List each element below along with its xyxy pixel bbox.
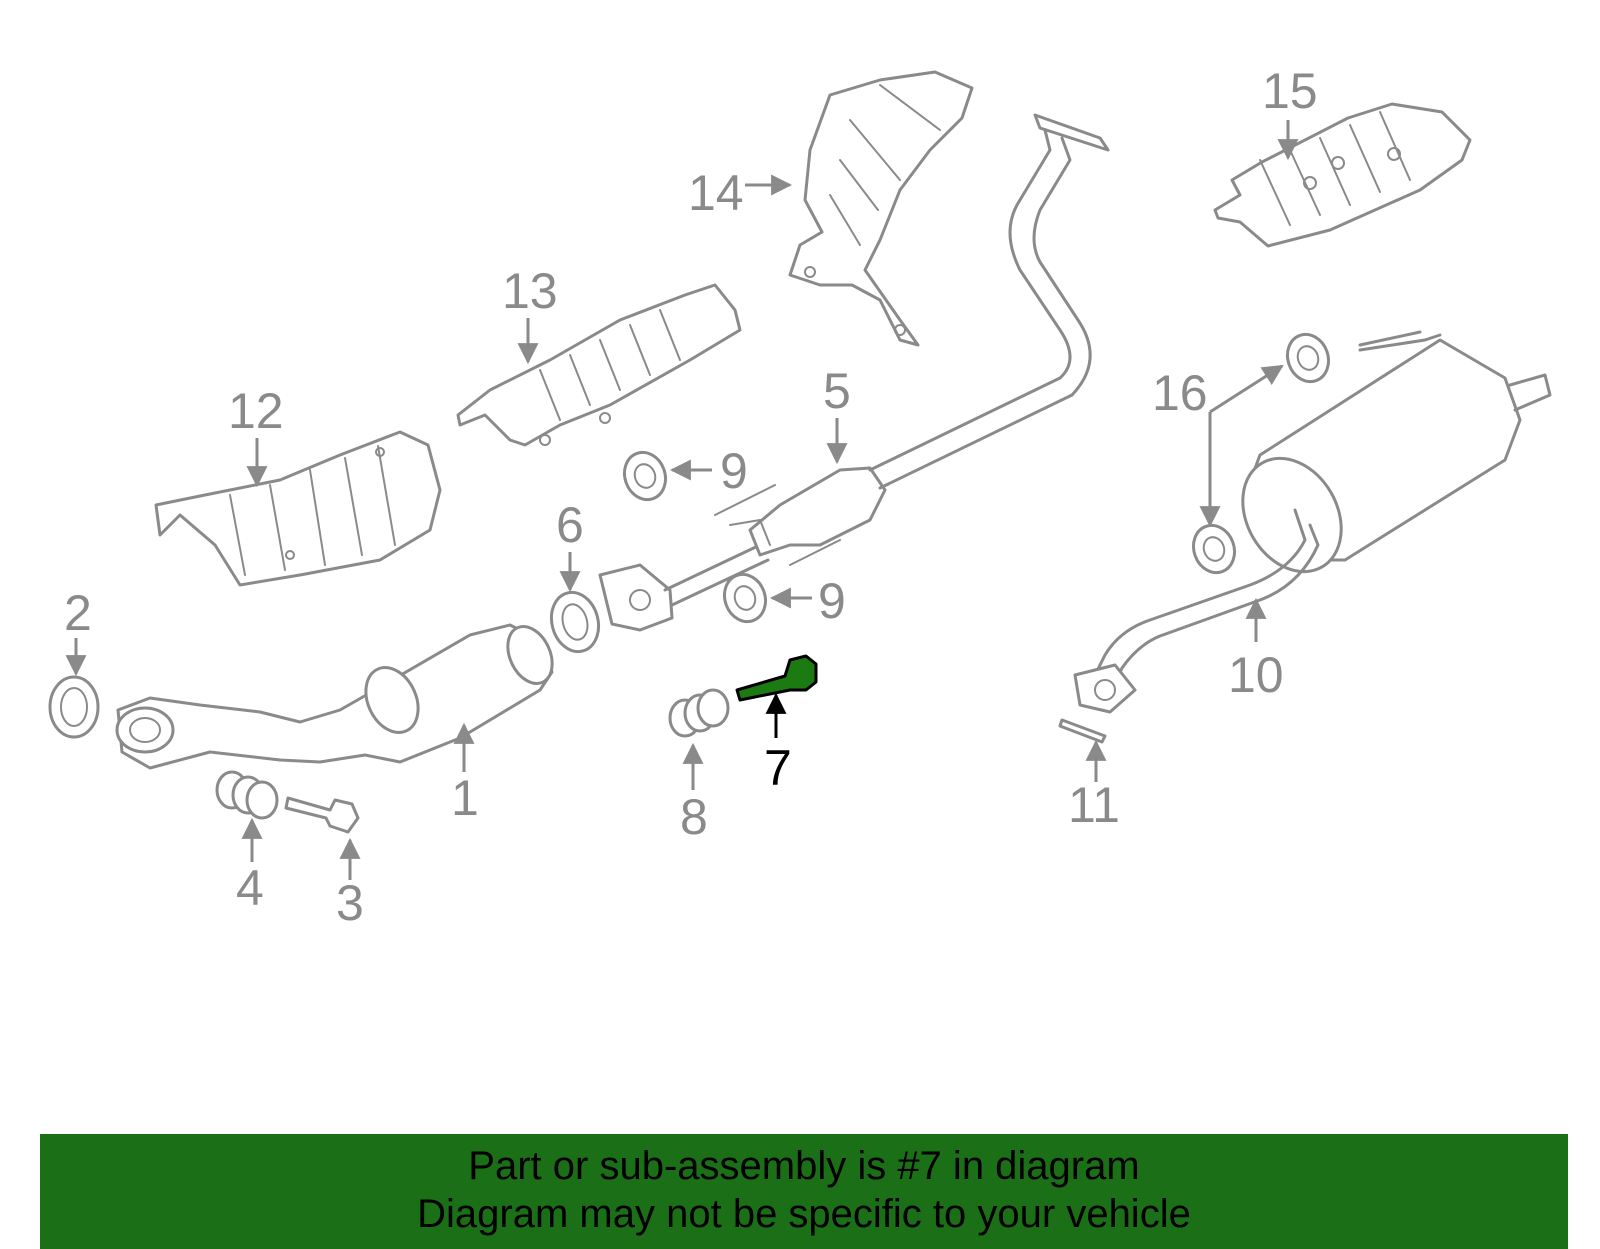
callout-2: 2 <box>64 585 92 641</box>
banner-line-part: Part or sub-assembly is #7 in diagram <box>468 1144 1140 1188</box>
part-6-gasket <box>549 590 601 654</box>
callout-12-arrow <box>1209 364 1284 414</box>
callout-8: 8 <box>680 789 708 845</box>
part-7-bolt-highlighted[interactable] <box>735 654 818 702</box>
callout-14: 13 <box>502 263 558 319</box>
part-12-hanger-lower <box>1191 523 1237 575</box>
callout-7: 7 <box>764 740 792 796</box>
part-4-spring <box>215 770 279 820</box>
part-9-hanger-lower <box>722 572 768 624</box>
callout-13: 12 <box>228 383 284 439</box>
part-5-center-pipe <box>598 113 1110 632</box>
callout-3: 3 <box>336 875 364 931</box>
part-2-gasket <box>48 675 100 739</box>
callout-9-lower: 9 <box>818 573 846 629</box>
callout-15: 14 <box>688 165 744 221</box>
callout-10: 10 <box>1228 647 1284 703</box>
callout-5: 5 <box>823 363 851 419</box>
part-16-heat-shield <box>1213 102 1472 248</box>
part-1-front-pipe-converter <box>115 623 554 770</box>
callout-6: 6 <box>556 497 584 553</box>
info-banner: Part or sub-assembly is #7 in diagram Di… <box>40 1134 1568 1249</box>
callout-4: 4 <box>236 860 264 916</box>
exhaust-system-diagram: 15 14 13 12 5 9 6 9 16 2 1 7 8 10 11 4 3 <box>48 63 1552 931</box>
part-3-bolt <box>284 796 360 834</box>
part-8-spring <box>668 688 730 738</box>
part-13-heat-shield <box>154 430 442 587</box>
callout-11: 11 <box>1068 777 1120 833</box>
callout-16: 15 <box>1262 63 1318 119</box>
callout-12: 16 <box>1152 365 1208 421</box>
part-14-heat-shield <box>456 283 742 447</box>
banner-line-disclaimer: Diagram may not be specific to your vehi… <box>417 1192 1191 1236</box>
part-11-gasket <box>1058 718 1107 744</box>
part-10-muffler <box>1073 330 1552 714</box>
part-12-hanger-upper <box>1285 332 1331 384</box>
callout-9-upper: 9 <box>720 443 748 499</box>
part-15-heat-shield <box>788 70 974 347</box>
callout-1: 1 <box>451 770 479 826</box>
part-9-hanger-upper <box>622 450 668 502</box>
